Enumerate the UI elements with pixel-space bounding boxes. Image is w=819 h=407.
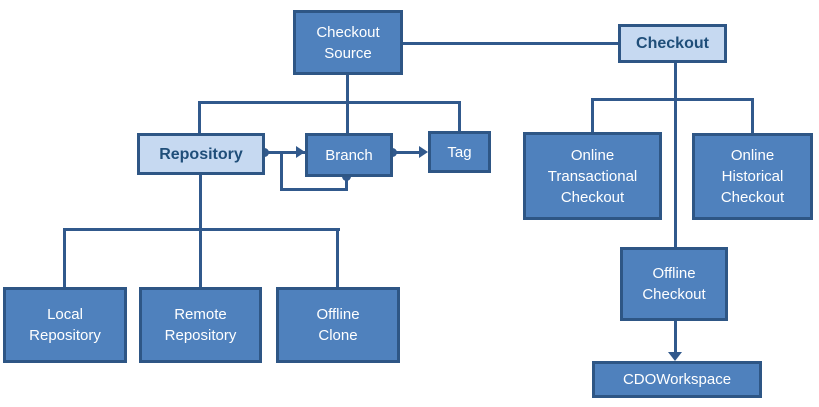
node-branch: Branch — [305, 133, 393, 177]
connector-offlinecheckout-cdoworkspace — [674, 319, 677, 354]
connector-checkout-stem — [674, 60, 677, 249]
node-tag: Tag — [428, 131, 491, 173]
connector-branch-tag — [392, 151, 420, 154]
node-online-historical-checkout: Online Historical Checkout — [692, 133, 813, 220]
node-label: Offline Clone — [316, 306, 360, 344]
node-remote-repository: Remote Repository — [139, 287, 262, 363]
connector-branch-selfloop-bottom — [280, 188, 348, 191]
connector-branch-selfloop-right — [345, 176, 348, 191]
connector-checkout-children-bus — [591, 98, 754, 101]
node-checkout: Checkout — [618, 24, 727, 63]
node-label: Online Historical Checkout — [720, 147, 785, 206]
node-local-repository: Local Repository — [3, 287, 127, 363]
connector-drop-tag — [458, 101, 461, 133]
connector-drop-repository — [198, 101, 201, 135]
node-label: Checkout — [636, 35, 709, 52]
node-cdo-workspace: CDOWorkspace — [592, 361, 762, 398]
connector-repository-branch — [264, 151, 305, 154]
node-checkout-source: Checkout Source — [293, 10, 403, 75]
node-label: Local Repository — [29, 306, 101, 344]
connector-branch-selfloop-left — [280, 153, 283, 191]
node-offline-clone: Offline Clone — [276, 287, 400, 363]
connector-drop-offline-clone — [336, 228, 339, 289]
node-label: Branch — [325, 146, 373, 164]
node-label: Tag — [447, 143, 472, 161]
connector-repository-stem — [199, 172, 202, 231]
node-repository: Repository — [137, 133, 265, 175]
node-label: Remote Repository — [164, 306, 237, 344]
node-online-transactional-checkout: Online Transactional Checkout — [523, 132, 662, 220]
connector-drop-online-transactional — [591, 98, 594, 134]
arrowhead-into-cdoworkspace-icon — [668, 352, 682, 361]
arrowhead-into-branch-icon — [296, 146, 305, 158]
node-offline-checkout: Offline Checkout — [620, 247, 728, 321]
connector-drop-local-repository — [63, 228, 66, 289]
node-label: Online Transactional Checkout — [547, 146, 638, 206]
connector-drop-online-historical — [751, 98, 754, 135]
node-label: Repository — [159, 145, 243, 163]
arrowhead-into-tag-icon — [419, 146, 428, 158]
connector-repository-branch-tag-bus — [198, 101, 461, 104]
node-label: Offline Checkout — [642, 265, 706, 303]
node-label: Checkout Source — [316, 23, 380, 62]
node-label: CDOWorkspace — [622, 371, 732, 388]
connector-drop-remote-repository — [199, 228, 202, 289]
connector-checkoutsource-checkout — [401, 42, 618, 45]
